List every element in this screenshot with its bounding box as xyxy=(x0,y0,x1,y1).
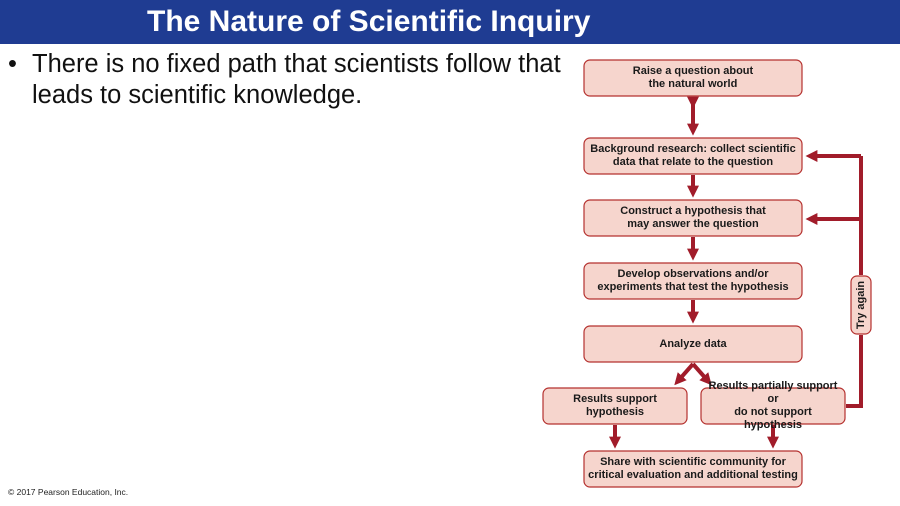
step-box-share xyxy=(583,450,803,488)
result-not-support-text: Results partially support or do not supp… xyxy=(708,380,838,431)
title-bar: The Nature of Scientific Inquiry xyxy=(0,0,900,44)
bullet-point: • There is no fixed path that scientists… xyxy=(8,49,588,111)
step-question-text: Raise a question about the natural world xyxy=(632,65,754,90)
result-support-text: Results support hypothesis xyxy=(573,393,657,418)
step-experiments-text: Develop observations and/or experiments … xyxy=(597,268,789,293)
arrow-analyze-not-support xyxy=(691,362,712,386)
arrow-analyze-support xyxy=(674,362,695,386)
step-hypothesis-text: Construct a hypothesis that may answer t… xyxy=(620,205,766,230)
step-share-text: Share with scientific community for crit… xyxy=(588,456,798,481)
try-again-box xyxy=(850,275,872,335)
copyright-notice: © 2017 Pearson Education, Inc. xyxy=(8,487,129,497)
bullet-marker: • xyxy=(8,50,17,78)
step-box-analyze xyxy=(583,325,803,363)
step-analyze-text: Analyze data xyxy=(659,337,727,350)
result-box-support xyxy=(542,387,688,425)
step-research-text: Background research: collect scientific … xyxy=(590,143,796,168)
try-again-label: Try again xyxy=(851,276,871,334)
step-box-hypothesis xyxy=(583,199,803,237)
loop-line-out xyxy=(846,335,863,408)
step-box-question xyxy=(583,59,803,97)
bullet-text: There is no fixed path that scientists f… xyxy=(32,50,561,109)
result-box-not-support xyxy=(700,387,846,425)
step-box-experiments xyxy=(583,262,803,300)
slide-title: The Nature of Scientific Inquiry xyxy=(147,5,591,38)
step-box-background-research xyxy=(583,137,803,175)
try-again-text: Try again xyxy=(855,280,868,330)
